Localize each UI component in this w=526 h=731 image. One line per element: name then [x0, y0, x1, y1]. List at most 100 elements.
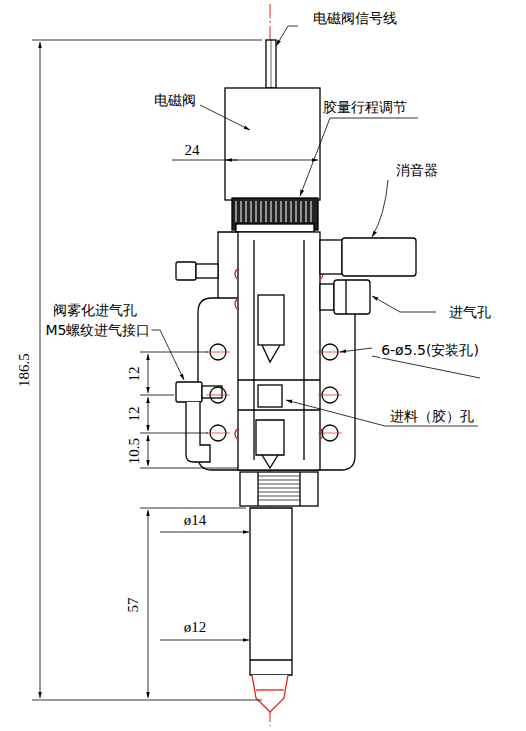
drawing-stroke	[238, 379, 320, 380]
drawing-stroke	[235, 298, 238, 310]
drawing-stroke	[32, 40, 262, 41]
part-label: 电磁阀	[153, 92, 197, 108]
drawing-stroke	[372, 356, 480, 378]
drawing-stroke	[257, 472, 258, 506]
drawing-stroke	[318, 433, 342, 434]
drawing-stroke	[342, 238, 416, 276]
drawing-stroke	[148, 510, 149, 698]
drawing-stroke	[148, 397, 149, 431]
leader-lines	[140, 26, 480, 426]
drawing-stroke	[303, 240, 304, 460]
drawing-stroke	[345, 280, 346, 314]
dimension: 10.5	[126, 437, 142, 465]
drawing-stroke	[276, 26, 298, 46]
drawing-stroke	[148, 435, 149, 466]
drawing-stroke	[200, 105, 250, 130]
drawing-stroke	[266, 201, 267, 222]
drawing-stroke	[218, 232, 238, 298]
wire-label: 电磁阀信号线	[312, 10, 398, 26]
dimension: ø12	[183, 619, 208, 635]
drawing-stroke	[206, 352, 230, 353]
drawing-stroke	[258, 488, 300, 489]
dimension: ø14	[183, 512, 208, 528]
drawing-stroke	[372, 180, 388, 237]
drawing-stroke	[140, 508, 246, 509]
drawing-stroke	[176, 382, 202, 402]
drawing-stroke	[271, 40, 272, 88]
drawing-stroke	[240, 472, 318, 506]
drawing-stroke	[40, 42, 41, 698]
drawing-stroke	[258, 480, 300, 481]
drawing-stroke	[250, 508, 292, 675]
drawing-stroke	[258, 476, 300, 477]
drawing-stroke	[140, 352, 208, 353]
drawing-stroke	[236, 201, 311, 222]
part-label: 消音器	[395, 162, 439, 178]
drawing-stroke	[250, 659, 292, 660]
dimension-lines	[32, 40, 318, 700]
drawing-stroke	[253, 240, 254, 460]
drawing-stroke	[318, 395, 342, 396]
drawing-stroke	[202, 386, 222, 398]
drawing-stroke	[140, 395, 174, 396]
drawing-stroke	[256, 420, 284, 455]
drawing-stroke	[306, 201, 307, 222]
drawing-stroke	[241, 201, 242, 222]
drawing-stroke	[258, 484, 300, 485]
drawing-stroke	[262, 345, 280, 362]
drawing-stroke	[148, 354, 149, 393]
drawing-stroke	[256, 201, 257, 222]
part-label: M5螺纹进气接口	[45, 322, 152, 338]
drawing-stroke	[296, 201, 297, 222]
drawing-stroke	[320, 240, 342, 274]
drawing-stroke	[252, 675, 288, 712]
drawing-stroke	[320, 284, 334, 310]
part-label: 进料（胶）孔	[389, 408, 475, 424]
drawing-stroke	[286, 201, 287, 222]
drawing-stroke	[238, 409, 320, 410]
drawing-stroke	[299, 472, 300, 506]
drawing-stroke	[291, 201, 292, 222]
drawing-stroke	[300, 118, 418, 196]
drawing-stroke	[206, 433, 230, 434]
drawing-stroke	[258, 492, 300, 493]
drawing-stroke	[258, 496, 300, 497]
drawing-stroke	[271, 201, 272, 222]
drawing-stroke	[236, 201, 237, 222]
dimension: 57	[125, 597, 141, 614]
drawing-stroke	[160, 640, 249, 641]
drawing-stroke	[186, 402, 210, 462]
drawing-stroke	[140, 468, 238, 469]
dimension: 186.5	[16, 352, 32, 388]
drawing-stroke	[225, 88, 320, 200]
drawing-stroke	[236, 224, 314, 232]
drawing-stroke	[140, 433, 208, 434]
drawing-stroke	[246, 201, 247, 222]
drawing-stroke	[235, 428, 238, 440]
drawing-stroke	[258, 385, 282, 407]
drawing-stroke	[334, 280, 370, 314]
drawing-stroke	[235, 268, 323, 440]
drawing-stroke	[258, 476, 300, 500]
drawing-stroke	[256, 689, 284, 690]
drawing-stroke	[226, 160, 238, 161]
drawing-stroke	[281, 201, 282, 222]
part-label: 6-ø5.5(安装孔)	[380, 342, 480, 358]
dimension: 12	[126, 366, 142, 383]
drawing-stroke	[172, 160, 318, 161]
drawing-stroke	[266, 40, 276, 88]
drawing-stroke	[206, 352, 342, 433]
drawing-stroke	[251, 201, 252, 222]
drawing-stroke	[238, 232, 320, 470]
drawing-stroke	[261, 201, 262, 222]
drawing-stroke	[32, 700, 262, 701]
drawing-stroke	[235, 268, 238, 280]
drawing-stroke	[262, 455, 278, 468]
part-label: 阀雾化进气孔	[52, 302, 138, 318]
drawing-stroke	[372, 296, 436, 312]
drawing-stroke	[318, 352, 342, 353]
drawing-stroke	[311, 201, 312, 222]
drawing-stroke	[340, 348, 372, 352]
